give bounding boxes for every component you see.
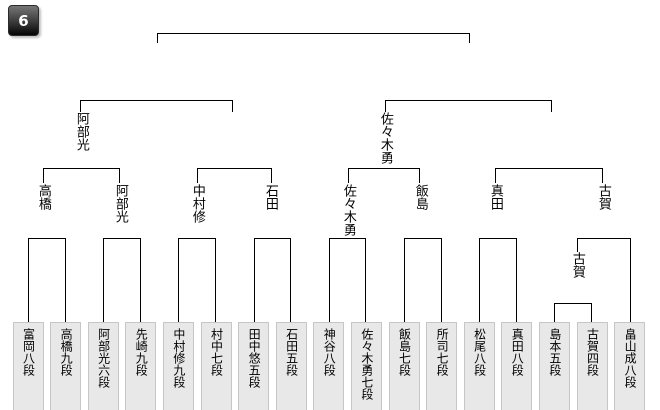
round2-bracket-8-right-leg <box>629 238 631 322</box>
round2-bracket-8-left-leg <box>576 238 578 252</box>
round-number-badge: 6 <box>8 5 39 36</box>
player-name: 真田八段 <box>510 328 525 376</box>
quarterfinal-winner-label: 高橋 <box>35 184 51 210</box>
player-name: 島本五段 <box>547 328 562 376</box>
player-name: 松尾八段 <box>472 328 487 376</box>
player-box: 神谷八段 <box>313 322 345 410</box>
round2-bracket-5 <box>328 238 367 322</box>
player-name: 中村修九段 <box>171 328 186 388</box>
quarterfinal-bracket-3 <box>348 168 420 183</box>
quarterfinal-bracket-4 <box>495 168 603 183</box>
quarterfinal-bracket-2 <box>197 168 272 183</box>
player-box: 高橋九段 <box>50 322 82 410</box>
round2-bracket-8-top <box>576 238 630 239</box>
player-box: 所司七段 <box>426 322 458 410</box>
player-box: 阿部光六段 <box>87 322 119 410</box>
player-name: 畠山成八段 <box>623 328 638 388</box>
player-box: 石田五段 <box>275 322 307 410</box>
player-name: 田中悠五段 <box>247 328 262 388</box>
player-name: 飯島七段 <box>397 328 412 376</box>
quarterfinal-winner-label: 阿部光 <box>112 184 128 223</box>
final-match-bracket <box>157 33 470 43</box>
quarterfinal-winner-label: 中村修 <box>189 184 205 223</box>
player-box: 飯島七段 <box>388 322 420 410</box>
player-box: 田中悠五段 <box>238 322 270 410</box>
player-box: 先崎九段 <box>125 322 157 410</box>
player-name: 神谷八段 <box>322 328 337 376</box>
quarterfinal-winner-label: 飯島 <box>412 184 428 210</box>
player-box: 古賀四段 <box>576 322 608 410</box>
player-box: 村中七段 <box>200 322 232 410</box>
round2-bracket-2 <box>103 238 141 322</box>
player-name: 石田五段 <box>284 328 299 376</box>
player-name: 所司七段 <box>435 328 450 376</box>
player-name: 富岡八段 <box>21 328 36 376</box>
round2-bracket-1 <box>28 238 66 322</box>
player-box: 真田八段 <box>501 322 533 410</box>
semifinal-winner-label: 阿部光 <box>73 112 89 151</box>
player-box: 佐々木勇七段 <box>350 322 382 410</box>
round1-bracket <box>554 303 592 322</box>
player-box: 松尾八段 <box>463 322 495 410</box>
player-name: 村中七段 <box>209 328 224 376</box>
player-name: 阿部光六段 <box>96 328 111 388</box>
quarterfinal-winner-label: 真田 <box>487 184 503 210</box>
player-box: 富岡八段 <box>12 322 44 410</box>
quarterfinal-winner-label: 佐々木勇 <box>340 184 356 236</box>
player-name: 佐々木勇七段 <box>359 328 374 400</box>
player-name: 古賀四段 <box>585 328 600 376</box>
round2-bracket-6 <box>404 238 442 322</box>
quarterfinal-winner-label: 石田 <box>262 184 278 210</box>
player-box: 畠山成八段 <box>614 322 646 410</box>
round2-bracket-7 <box>479 238 517 322</box>
semifinal-bracket-right <box>385 100 552 112</box>
quarterfinal-bracket-1 <box>43 168 120 183</box>
round2-bracket-3 <box>178 238 216 322</box>
player-name: 高橋九段 <box>59 328 74 376</box>
player-box: 島本五段 <box>538 322 570 410</box>
first-round-winner-label: 古賀 <box>569 252 585 278</box>
round2-bracket-4 <box>253 238 292 322</box>
player-box: 中村修九段 <box>162 322 194 410</box>
player-name: 先崎九段 <box>134 328 149 376</box>
semifinal-winner-label: 佐々木勇 <box>377 112 393 164</box>
quarterfinal-winner-label: 古賀 <box>595 184 611 210</box>
semifinal-bracket-left <box>80 100 233 112</box>
